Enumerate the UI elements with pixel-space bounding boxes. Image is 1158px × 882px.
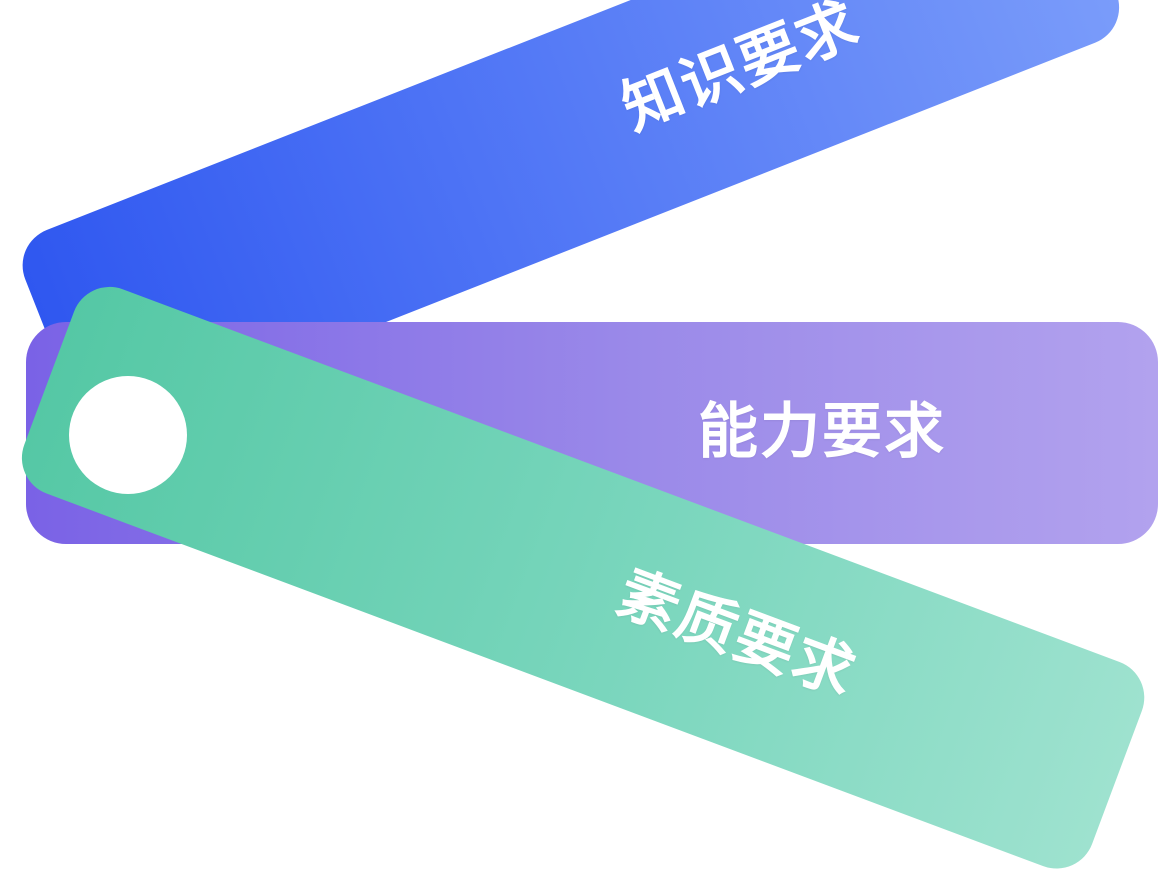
ability-label: 能力要求	[698, 397, 946, 467]
knowledge-label: 知识要求	[612, 0, 870, 145]
pivot-hole	[69, 376, 187, 494]
quality-label: 素质要求	[608, 558, 866, 711]
